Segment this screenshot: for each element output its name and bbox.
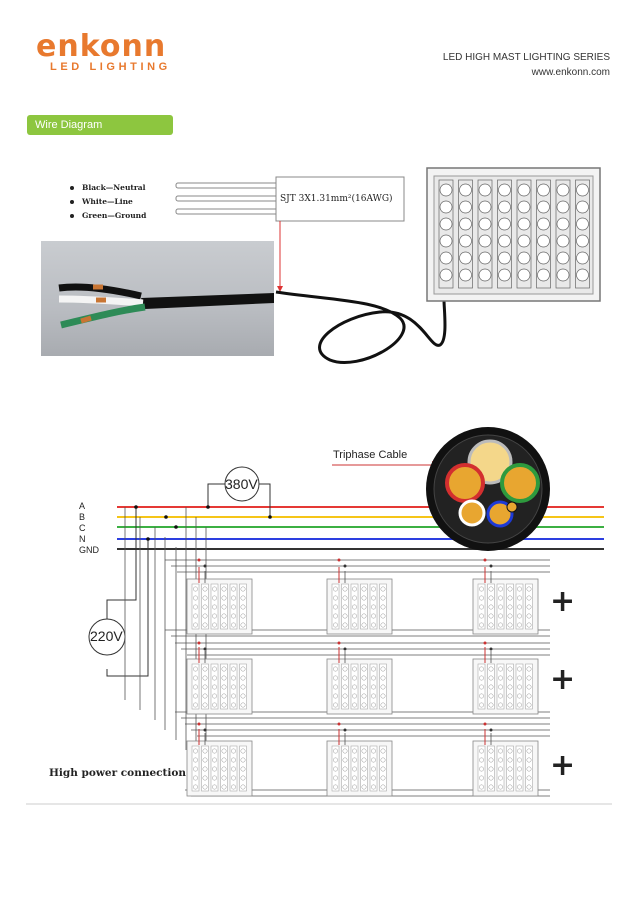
wire-color-legend: Black—Neutral White—Line Green—Ground	[70, 181, 146, 223]
led-module	[186, 729, 253, 797]
cable-photo-image	[58, 283, 274, 329]
led-module	[472, 729, 539, 797]
series-title: LED HIGH MAST LIGHTING SERIES	[442, 52, 610, 63]
phase-label-b: B	[79, 512, 86, 522]
meter-220-leads	[106, 507, 137, 636]
cable-spec: SJT 3X1.31mm²(16AWG)	[280, 194, 393, 204]
phase-label-gnd: GND	[79, 545, 99, 555]
diagram-caption: High power connection	[49, 767, 187, 779]
brand-logo: enkonn	[36, 29, 167, 64]
led-module	[186, 567, 253, 635]
voltage-label-380: 380V	[225, 476, 258, 492]
plus-sign-row-1: +	[550, 584, 576, 619]
section-title: Wire Diagram	[27, 115, 173, 135]
led-module	[326, 647, 393, 715]
cable-photo	[41, 241, 274, 356]
triphase-cable-label: Triphase Cable	[333, 449, 408, 461]
plus-sign-row-3: +	[550, 748, 576, 783]
legend-item-line: White—Line	[70, 195, 146, 209]
led-module	[326, 567, 393, 635]
pointer-arrow	[277, 286, 283, 292]
led-module	[472, 567, 539, 635]
phase-label-n: N	[79, 534, 86, 544]
phase-label-c: C	[79, 523, 86, 533]
legend-item-ground: Green—Ground	[70, 209, 146, 223]
voltage-label-220: 220V	[90, 628, 123, 644]
phase-label-a: A	[79, 501, 86, 511]
header-info: LED HIGH MAST LIGHTING SERIES www.enkonn…	[443, 50, 610, 80]
power-cable	[275, 290, 447, 364]
led-module	[186, 647, 253, 715]
website: www.enkonn.com	[531, 67, 610, 78]
cable-jacket	[275, 176, 405, 222]
meter-380	[224, 466, 260, 502]
plus-sign-row-2: +	[550, 662, 576, 697]
legend-item-neutral: Black—Neutral	[70, 181, 146, 195]
meter-380-leads	[207, 483, 226, 507]
led-fixture	[426, 167, 601, 302]
led-module	[472, 647, 539, 715]
triphase-cable-section	[332, 427, 550, 551]
led-module	[326, 729, 393, 797]
brand-tagline: LED LIGHTING	[50, 61, 171, 73]
